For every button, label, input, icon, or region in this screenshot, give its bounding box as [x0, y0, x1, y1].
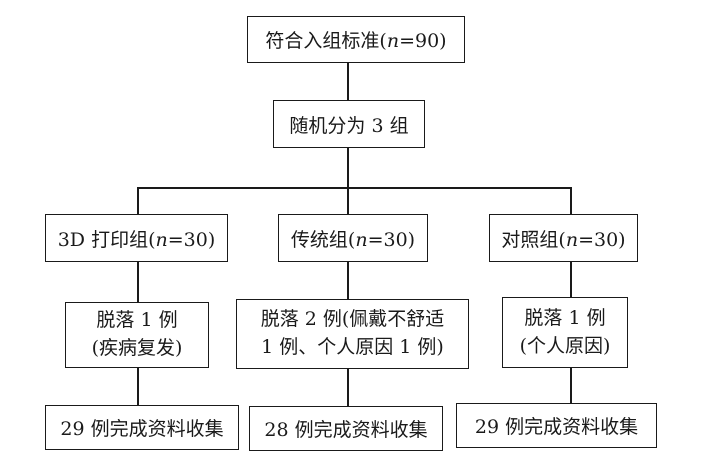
- dropout-box-traditional: 脱落 2 例(佩戴不舒适 1 例、个人原因 1 例): [236, 299, 469, 369]
- dropout-line-1: 脱落 1 例: [524, 306, 606, 329]
- complete-label: 29 例完成资料收集: [60, 418, 224, 440]
- randomization-box: 随机分为 3 组: [273, 100, 425, 148]
- connector-right-g-d: [570, 262, 572, 297]
- dropout-line-1: 脱落 1 例: [96, 309, 178, 332]
- connector-mid-d-c: [347, 369, 349, 406]
- complete-label: 29 例完成资料收集: [474, 416, 639, 438]
- dropout-line-2: (个人原因): [519, 334, 611, 357]
- dropout-box-3d-print: 脱落 1 例 (疾病复发): [65, 302, 209, 368]
- connector-mid-g-d: [347, 262, 349, 299]
- dropout-line-2: 1 例、个人原因 1 例): [261, 336, 444, 358]
- connector-random: [347, 148, 349, 187]
- group-box-control: 对照组(n=30): [489, 214, 638, 262]
- connector-branch: [137, 187, 571, 189]
- connector-right-d-c: [570, 368, 572, 403]
- connector-left-down: [137, 187, 139, 214]
- connector-right-down: [570, 187, 572, 214]
- group-label-3d-print: 3D 打印组(n=30): [57, 228, 216, 251]
- complete-box-control: 29 例完成资料收集: [456, 403, 657, 448]
- complete-label: 28 例完成资料收集: [264, 419, 428, 441]
- group-box-3d-print: 3D 打印组(n=30): [45, 214, 228, 262]
- randomization-label: 随机分为 3 组: [289, 114, 409, 137]
- inclusion-label: 符合入组标准(n=90): [265, 30, 447, 52]
- connector-left-g-d: [137, 262, 139, 302]
- dropout-box-control: 脱落 1 例 (个人原因): [502, 297, 628, 368]
- inclusion-box: 符合入组标准(n=90): [247, 16, 465, 63]
- group-label-control: 对照组(n=30): [501, 228, 626, 251]
- dropout-line-1: 脱落 2 例(佩戴不舒适: [260, 308, 445, 331]
- group-label-traditional: 传统组(n=30): [290, 228, 416, 251]
- complete-box-3d-print: 29 例完成资料收集: [45, 405, 239, 450]
- complete-box-traditional: 28 例完成资料收集: [249, 406, 443, 451]
- group-box-traditional: 传统组(n=30): [278, 214, 428, 262]
- connector-left-d-c: [137, 368, 139, 405]
- dropout-line-2: (疾病复发): [91, 337, 183, 359]
- connector-mid-down: [347, 187, 349, 214]
- connector-top: [347, 62, 349, 100]
